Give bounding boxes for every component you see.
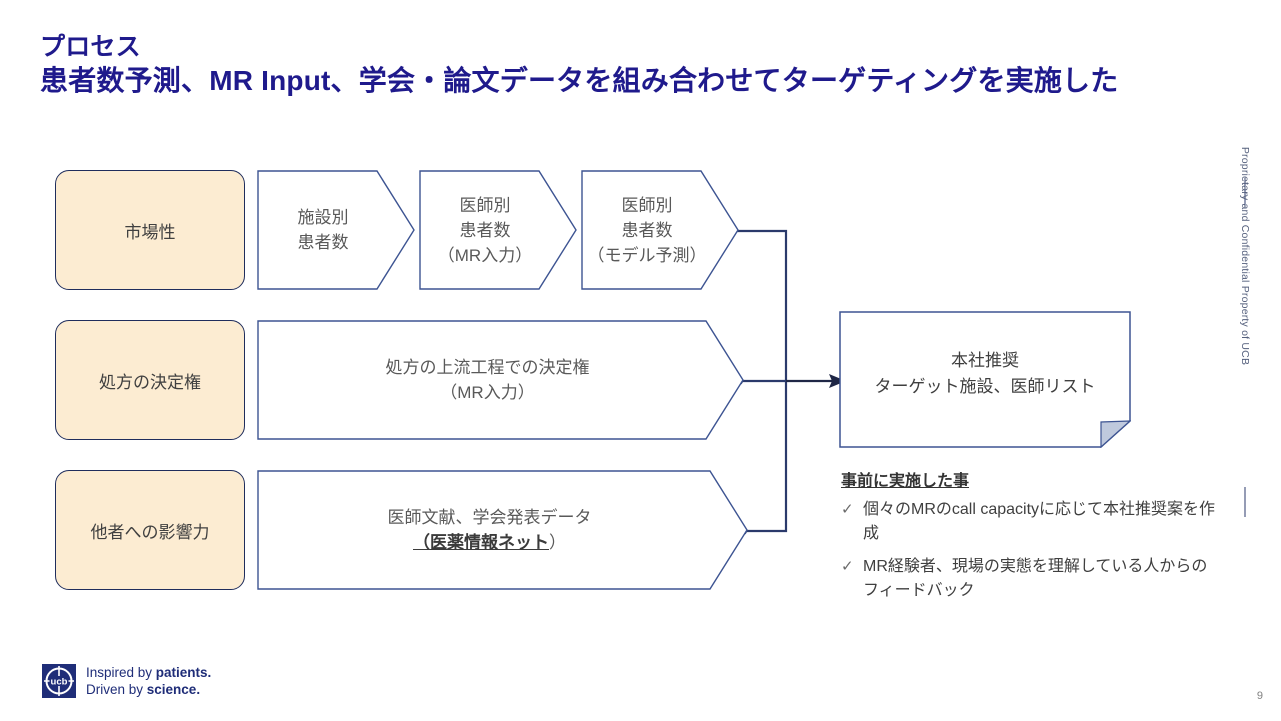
chevron-shape	[257, 320, 744, 440]
process-step-row1-1[interactable]: 施設別 患者数	[257, 170, 415, 290]
category-label: 市場性	[124, 222, 176, 242]
process-step-label: 医師別 患者数 （MR入力）	[437, 195, 533, 265]
category-box-row1[interactable]: 市場性	[55, 170, 245, 290]
chevron-shape	[419, 170, 577, 290]
output-document-box[interactable]: 本社推奨 ターゲット施設、医師リスト	[839, 311, 1131, 448]
category-box-row2[interactable]: 処方の決定権	[55, 320, 245, 440]
note-list-item: ✓ 個々のMRのcall capacityに応じて本社推奨案を作成	[841, 498, 1221, 546]
emphasis-tail: ）	[549, 533, 566, 552]
ucb-logo: ucb Inspired by patients. Driven by scie…	[42, 664, 211, 698]
sidebar-divider-bottom	[1244, 487, 1246, 517]
process-step-row2-1[interactable]: 処方の上流工程での決定権 （MR入力）	[257, 320, 744, 440]
category-label: 処方の決定権	[99, 372, 201, 392]
process-step-label: 医師文献、学会発表データ （医薬情報ネット）	[257, 470, 748, 590]
ucb-logo-mark: ucb	[42, 664, 76, 698]
page-title: プロセス 患者数予測、MR Input、学会・論文データを組み合わせてターゲティ…	[40, 32, 1118, 99]
tagline-line-1: Inspired by patients.	[86, 665, 212, 680]
confidential-sidebar: Proprietary and Confidential Property of…	[1225, 0, 1265, 721]
chevron-shape	[581, 170, 739, 290]
page-number: 9	[1256, 690, 1263, 702]
chevron-shape	[257, 470, 748, 590]
notes-heading: 事前に実施した事	[841, 473, 970, 490]
category-label: 他者への影響力	[90, 522, 210, 542]
category-box-row3[interactable]: 他者への影響力	[55, 470, 245, 590]
process-step-label: 処方の上流工程での決定権 （MR入力）	[385, 358, 590, 402]
title-main: 患者数予測、MR Input、学会・論文データを組み合わせてターゲティングを実施…	[40, 65, 1119, 96]
check-icon: ✓	[841, 558, 854, 575]
notes-panel: 事前に実施した事 ✓ 個々のMRのcall capacityに応じて本社推奨案を…	[841, 467, 1221, 612]
note-text: MR経験者、現場の実態を理解している人からのフィードバック	[863, 558, 1208, 599]
process-step-emphasis: （医薬情報ネット）	[413, 530, 566, 555]
ucb-tagline: Inspired by patients. Driven by science.	[86, 664, 211, 698]
note-list-item: ✓ MR経験者、現場の実態を理解している人からのフィードバック	[841, 555, 1221, 603]
chevron-shape	[257, 170, 415, 290]
note-text: 個々のMRのcall capacityに応じて本社推奨案を作成	[863, 501, 1216, 542]
document-shape	[839, 311, 1131, 448]
process-step-label: 施設別 患者数	[297, 208, 349, 252]
process-step-row3-1[interactable]: 医師文献、学会発表データ （医薬情報ネット）	[257, 470, 748, 590]
tagline-line-2: Driven by science.	[86, 682, 201, 697]
process-step-label: 医師別 患者数 （モデル予測）	[587, 195, 707, 265]
sidebar-divider-top	[1244, 178, 1246, 208]
output-document-label: 本社推奨 ターゲット施設、医師リスト	[874, 350, 1096, 396]
title-kicker: プロセス	[40, 33, 141, 61]
process-step-row1-2[interactable]: 医師別 患者数 （MR入力）	[419, 170, 577, 290]
check-icon: ✓	[841, 501, 854, 518]
ucb-logo-text: ucb	[51, 677, 68, 688]
confidential-text: Proprietary and Confidential Property of…	[1239, 146, 1251, 366]
process-step-row1-3[interactable]: 医師別 患者数 （モデル予測）	[581, 170, 739, 290]
emphasis-underline: （医薬情報ネット	[413, 533, 549, 552]
